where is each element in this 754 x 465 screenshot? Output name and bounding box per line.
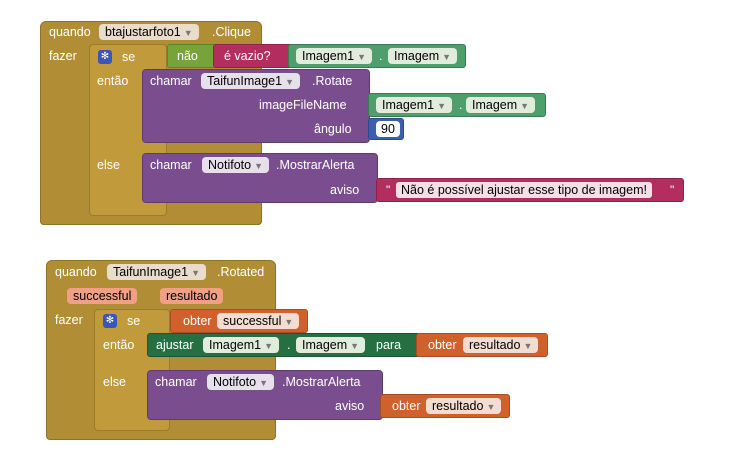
is-empty-label: é vazio? — [224, 49, 271, 63]
param-successful[interactable]: successful — [67, 288, 138, 304]
dropdown-arrow-icon: ▼ — [520, 101, 530, 111]
property-name: Imagem — [472, 98, 518, 112]
component-name: Notifoto — [213, 375, 257, 389]
property-name: Imagem — [302, 338, 348, 352]
event-name: .Rotated — [217, 265, 265, 279]
dropdown-arrow-icon: ▼ — [254, 161, 264, 171]
var-dropdown-resultado[interactable]: resultado▼ — [426, 398, 502, 414]
set-component-dropdown[interactable]: Imagem1▼ — [203, 337, 280, 353]
image-component-dropdown[interactable]: Imagem1▼ — [296, 48, 373, 64]
to-label: para — [376, 338, 402, 352]
else-label: else — [97, 158, 120, 172]
variable-name: successful — [223, 314, 282, 328]
angle-value[interactable]: 90 — [376, 121, 400, 137]
when-label: quando — [55, 265, 97, 279]
else-label: else — [103, 375, 126, 389]
event-block-bottom — [40, 215, 262, 225]
set-property-dropdown[interactable]: Imagem▼ — [296, 337, 366, 353]
dropdown-arrow-icon: ▼ — [486, 402, 496, 412]
alert-method: .MostrarAlerta — [282, 375, 361, 389]
dot-separator: . — [287, 338, 291, 352]
image-component-dropdown[interactable]: Imagem1▼ — [376, 97, 453, 113]
event-name: .Clique — [212, 25, 251, 39]
get-label: obter — [183, 314, 212, 328]
notice-label: aviso — [335, 399, 365, 413]
get-label: obter — [428, 338, 457, 352]
angle-label: ângulo — [314, 122, 352, 136]
dropdown-arrow-icon: ▼ — [523, 341, 533, 351]
call-label: chamar — [150, 158, 192, 172]
image-property-dropdown[interactable]: Imagem▼ — [466, 97, 536, 113]
component-name: btajustarfoto1 — [105, 25, 181, 39]
component-name: Notifoto — [208, 158, 252, 172]
do-label: fazer — [55, 313, 83, 327]
var-dropdown-successful[interactable]: successful▼ — [217, 313, 300, 329]
component-name: TaifunImage1 — [207, 74, 283, 88]
dot-separator: . — [459, 98, 463, 112]
dropdown-arrow-icon: ▼ — [191, 268, 200, 278]
dropdown-arrow-icon: ▼ — [284, 317, 294, 327]
alert-text[interactable]: Não é possível ajustar esse tipo de imag… — [396, 182, 652, 198]
property-name: Imagem — [394, 49, 440, 63]
component-name: TaifunImage1 — [113, 265, 189, 279]
then-label: então — [103, 338, 135, 352]
call-label: chamar — [155, 375, 197, 389]
gear-icon[interactable]: ✻ — [103, 314, 117, 328]
var-dropdown-resultado[interactable]: resultado▼ — [463, 337, 539, 353]
notice-label: aviso — [330, 183, 360, 197]
image-file-name-label: imageFileName — [259, 98, 347, 112]
dropdown-arrow-icon: ▼ — [264, 341, 274, 351]
component-dropdown[interactable]: TaifunImage1▼ — [107, 264, 206, 280]
notifier-component-dropdown[interactable]: Notifoto▼ — [207, 374, 275, 390]
dropdown-arrow-icon: ▼ — [442, 52, 452, 62]
rotate-component-dropdown[interactable]: TaifunImage1▼ — [201, 73, 300, 89]
get-label: obter — [392, 399, 421, 413]
dropdown-arrow-icon: ▼ — [183, 28, 193, 38]
dropdown-arrow-icon: ▼ — [285, 77, 294, 87]
image-property-dropdown[interactable]: Imagem▼ — [388, 48, 458, 64]
component-name: Imagem1 — [382, 98, 435, 112]
rotate-method: .Rotate — [312, 74, 353, 88]
do-label: fazer — [49, 49, 77, 63]
set-label: ajustar — [156, 338, 194, 352]
then-label: então — [97, 74, 129, 88]
gear-icon[interactable]: ✻ — [98, 50, 112, 64]
if-label: se — [127, 314, 141, 328]
when-label: quando — [49, 25, 91, 39]
dot-separator: . — [379, 49, 383, 63]
component-dropdown[interactable]: btajustarfoto1▼ — [99, 24, 199, 40]
dropdown-arrow-icon: ▼ — [259, 378, 269, 388]
quote-open: " — [386, 183, 391, 197]
not-label: não — [177, 49, 198, 63]
if-label: se — [122, 50, 136, 64]
set-image-block[interactable] — [147, 333, 423, 357]
quote-close: " — [670, 183, 675, 197]
notifier-component-dropdown[interactable]: Notifoto▼ — [202, 157, 270, 173]
alert-method: .MostrarAlerta — [276, 158, 355, 172]
call-label: chamar — [150, 74, 192, 88]
variable-name: resultado — [432, 399, 484, 413]
dropdown-arrow-icon: ▼ — [350, 341, 360, 351]
component-name: Imagem1 — [302, 49, 355, 63]
variable-name: resultado — [469, 338, 521, 352]
dropdown-arrow-icon: ▼ — [357, 52, 367, 62]
dropdown-arrow-icon: ▼ — [437, 101, 447, 111]
param-resultado[interactable]: resultado — [160, 288, 224, 304]
component-name: Imagem1 — [209, 338, 262, 352]
